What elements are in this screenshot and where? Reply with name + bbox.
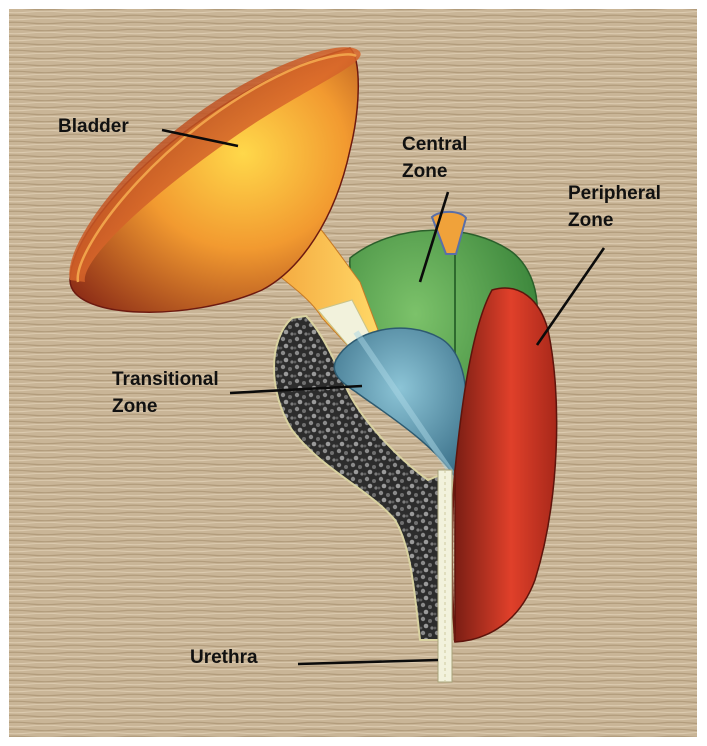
transitional-zone-label-line2: Zone — [112, 396, 157, 417]
bladder-label: Bladder — [58, 116, 129, 137]
central-zone-label-line1: Central — [402, 134, 467, 155]
transitional-zone-label-line1: Transitional — [112, 369, 219, 390]
peripheral-zone-label-line1: Peripheral — [568, 183, 661, 204]
peripheral-zone-label-line2: Zone — [568, 210, 613, 231]
urethra-label: Urethra — [190, 647, 258, 668]
central-zone-label-line2: Zone — [402, 161, 447, 182]
